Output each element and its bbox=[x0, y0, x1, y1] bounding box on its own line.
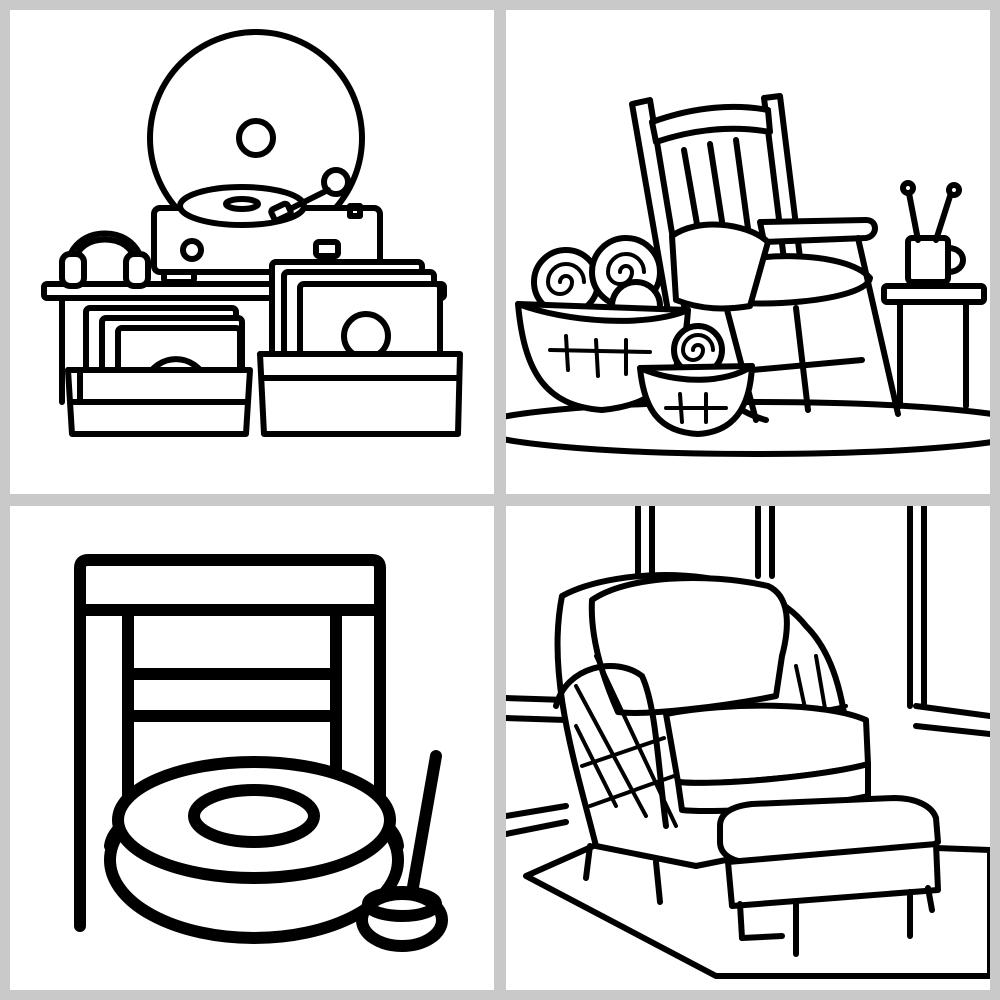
robot-vacuum-tile bbox=[10, 506, 494, 990]
mug-icon bbox=[900, 180, 966, 285]
knitting-corner-scene bbox=[506, 93, 990, 457]
robot-vacuum-scene bbox=[74, 554, 448, 952]
chair-icon bbox=[74, 554, 386, 932]
turntable-icon bbox=[151, 167, 383, 285]
small-yarn-basket-icon bbox=[637, 323, 755, 437]
blanket-icon bbox=[669, 221, 771, 312]
vinyl-record-crate-icon bbox=[65, 305, 253, 437]
record-player-scene bbox=[41, 29, 463, 437]
side-table-icon bbox=[881, 283, 987, 409]
wicker-armchair-icon bbox=[553, 572, 871, 905]
record-player-tile bbox=[10, 10, 494, 494]
window-icon bbox=[506, 506, 990, 837]
brush-cup-icon bbox=[356, 750, 448, 952]
round-rug-icon bbox=[506, 399, 990, 457]
ottoman-icon bbox=[717, 795, 941, 957]
robot-vacuum-icon bbox=[104, 756, 404, 944]
vinyl-record-crate-icon-right bbox=[257, 259, 463, 437]
knitting-corner-tile bbox=[506, 10, 990, 494]
headphones-icon bbox=[59, 230, 151, 289]
wicker-chair-tile bbox=[506, 506, 990, 990]
wicker-chair-scene bbox=[506, 506, 990, 979]
